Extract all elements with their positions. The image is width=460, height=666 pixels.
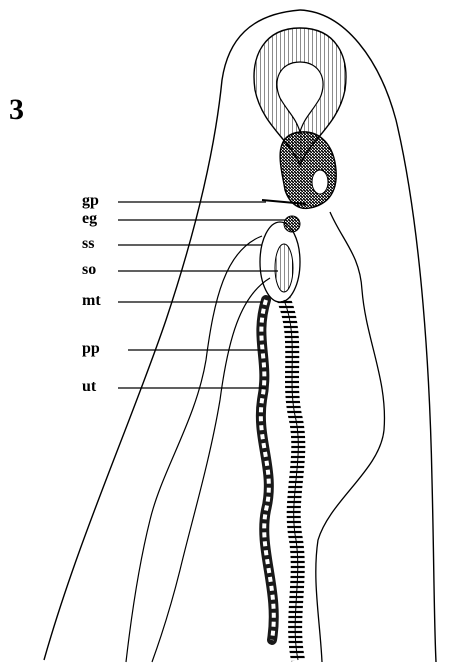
label-mt: mt [82,293,101,309]
label-eg: eg [82,211,97,227]
inner-line-2 [152,278,270,662]
label-ut: ut [82,379,96,395]
label-so: so [82,262,96,278]
pharynx [280,132,336,209]
caecum-right [316,212,385,662]
label-ss: ss [82,236,94,252]
pharynx-lumen [312,170,328,194]
inner-line-1 [126,236,262,662]
label-gp: gp [82,193,99,209]
figure-number: 3 [9,93,24,127]
seminal-organ [275,244,293,292]
egg [284,216,300,232]
label-pp: pp [82,341,100,357]
